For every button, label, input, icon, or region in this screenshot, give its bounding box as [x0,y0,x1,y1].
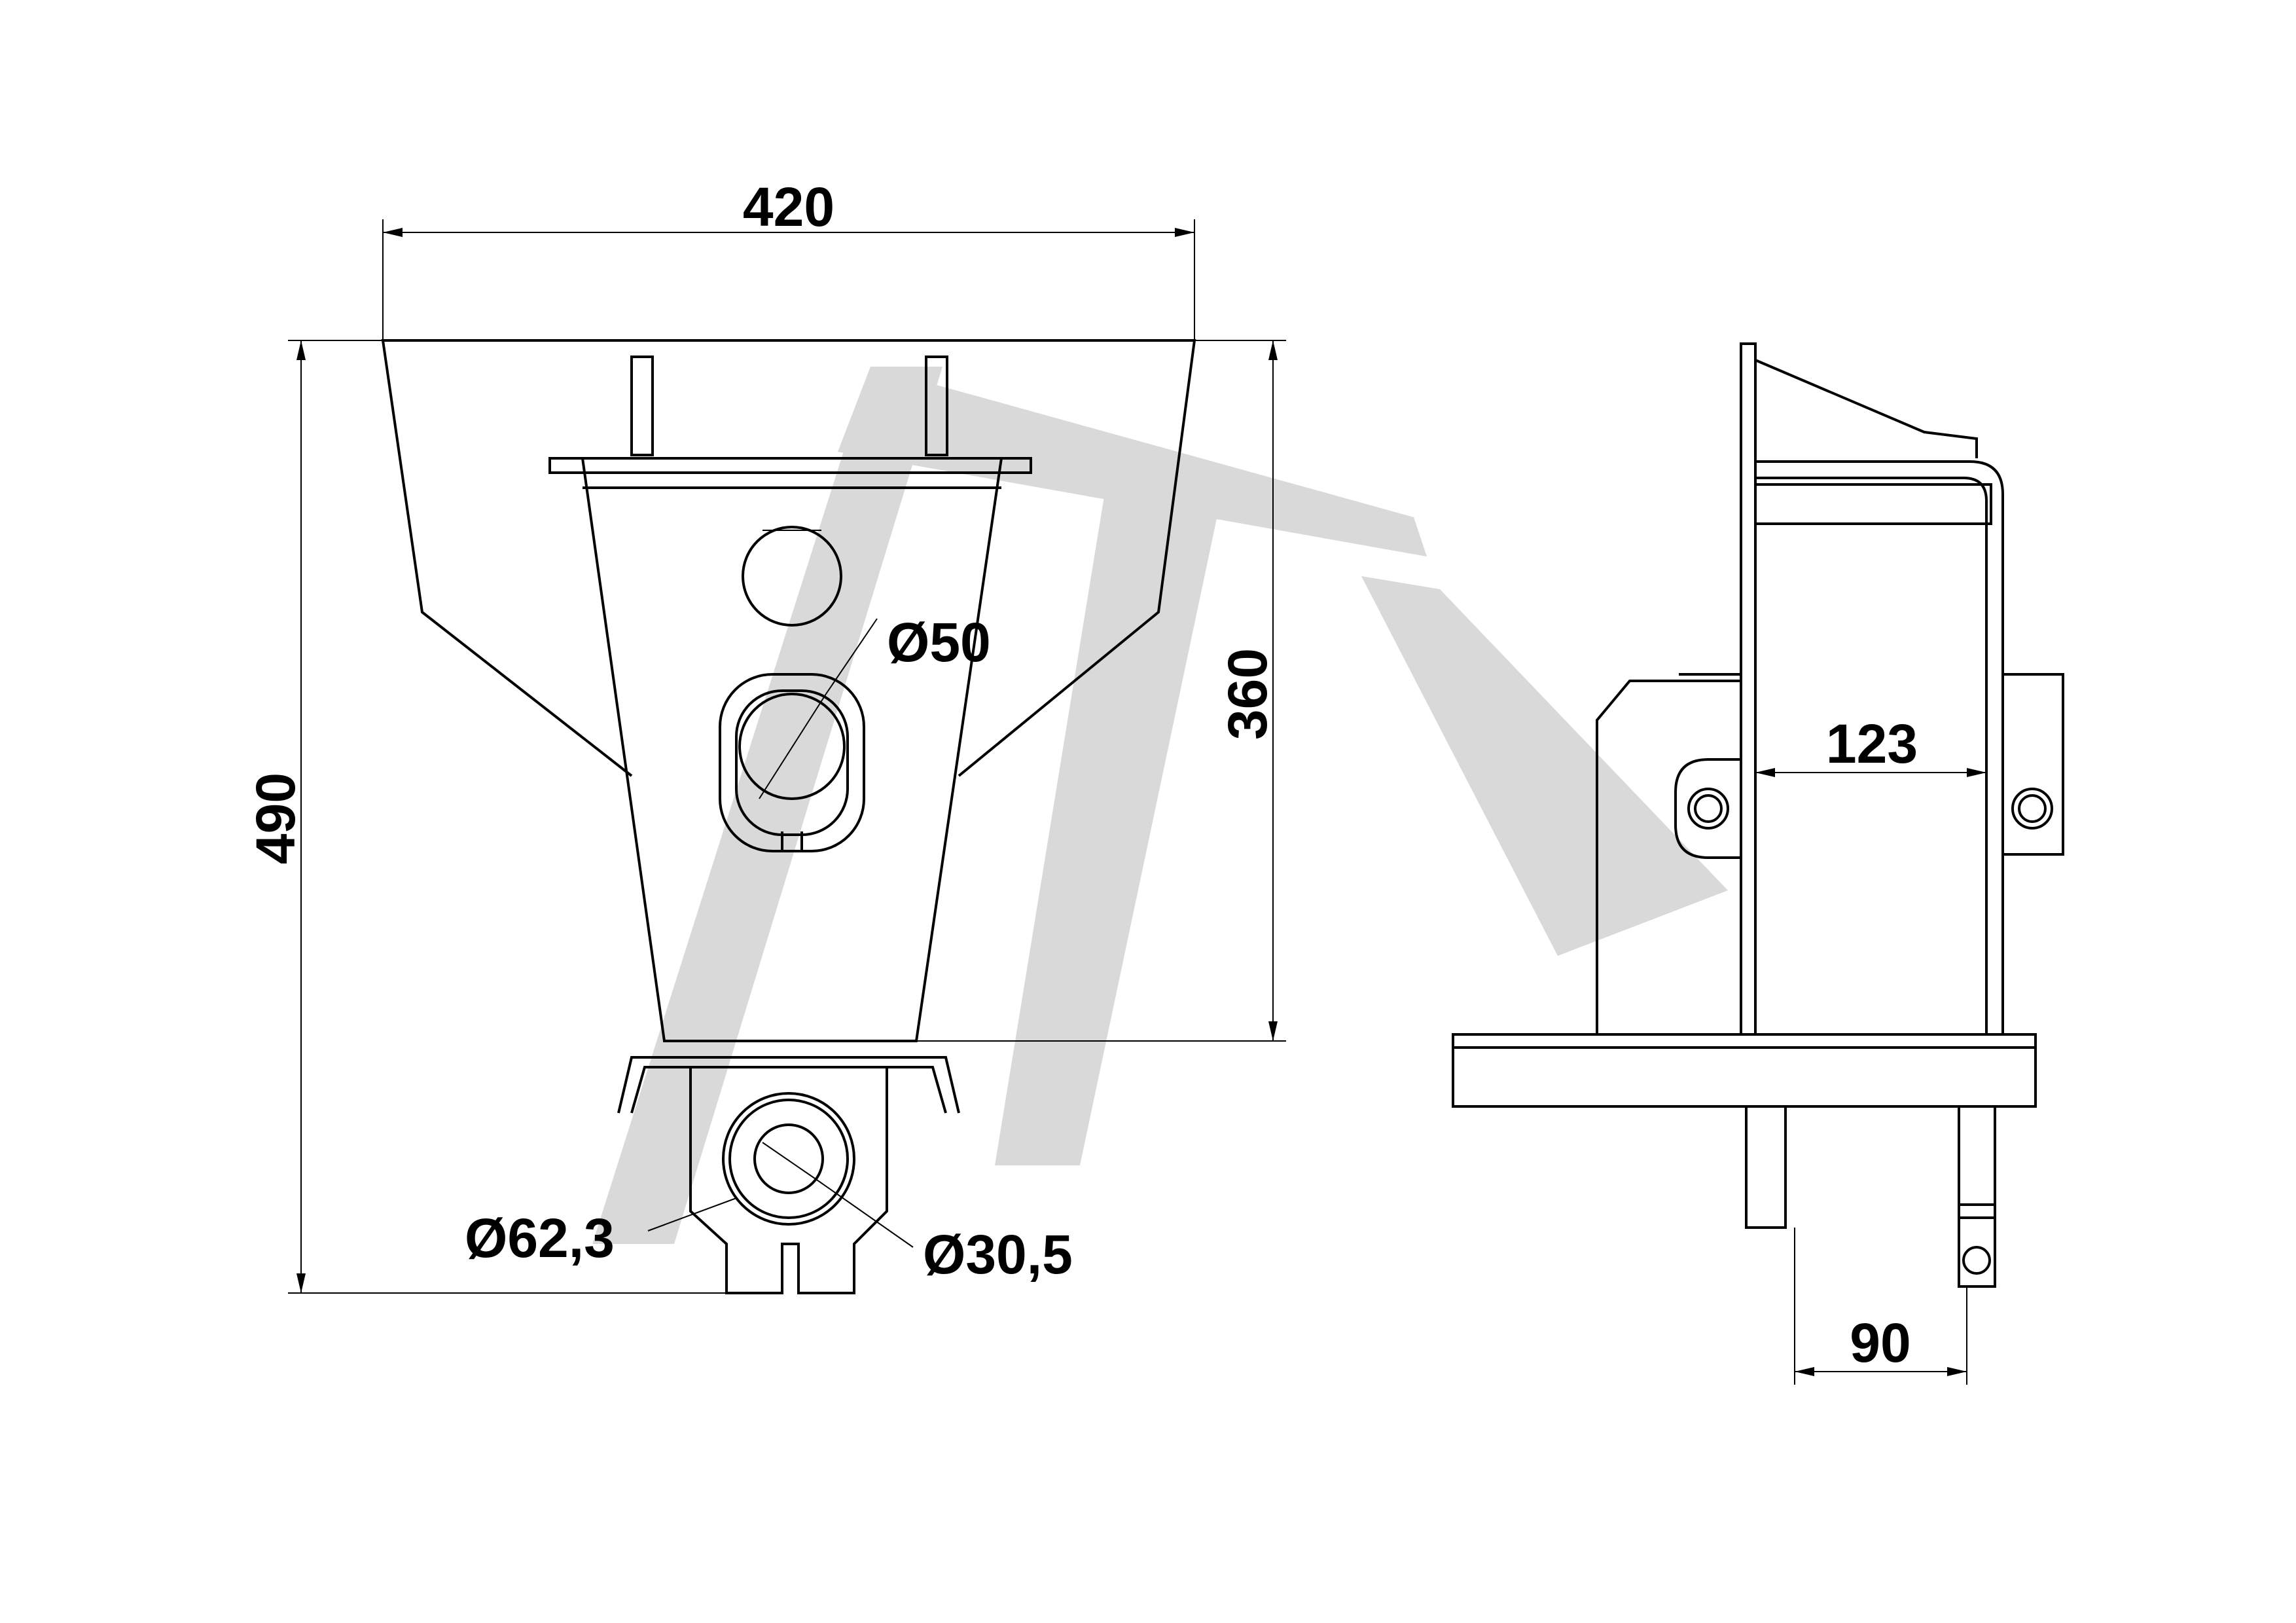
dim-50-diag [759,693,827,799]
bottom-bracket-inner [630,1066,947,1114]
side-right-lug-hole [2011,788,2053,830]
side-right-lug [2001,673,2064,856]
side-view [1452,342,2064,1288]
dim-623-leader [647,1197,737,1231]
side-left-lug-hole-inner [1694,794,1723,823]
inner-body [581,458,1003,1042]
dim-420-arrow-right [1175,228,1194,237]
dim-360-arrow-bottom [1268,1021,1278,1041]
slot-inner [735,689,849,836]
bottom-bracket [617,1056,960,1114]
side-dimensions: 123 90 [1755,713,1986,1385]
side-pin-right-hole [1962,1246,1991,1275]
watermark-stroke-right [1361,576,1728,956]
side-hopper-top [1755,359,1978,458]
ring-inner [753,1123,824,1194]
dim-360-label: 360 [1217,648,1278,740]
hopper-outline [381,339,1196,777]
side-pin-left [1745,1105,1787,1229]
dim-305-diag [762,1142,816,1179]
dim-50-leader [825,618,878,695]
ring-mid [728,1099,849,1219]
ring-outer [722,1092,855,1226]
front-dimensions: 420 490 360 Ø50 Ø62,3 Ø30,5 [245,176,1286,1294]
slot-hole [738,693,846,800]
dim-305-label: Ø30,5 [923,1224,1073,1285]
dim-490-arrow-bottom [296,1273,306,1293]
upper-hole [742,526,842,627]
top-pin-right [925,356,948,456]
dim-90-arrow-right [1947,1367,1967,1376]
side-left-block [1596,680,1741,1034]
slot-outer [719,673,865,852]
dim-123-arrow-left [1755,768,1775,777]
dim-123-label: 123 [1826,713,1918,775]
watermark-stroke-mid [995,484,1224,1165]
top-flange [548,457,1032,474]
hitch-plate [689,1067,888,1294]
dim-623-label: Ø62,3 [465,1207,615,1269]
side-pin-right [1958,1105,1996,1288]
watermark-stroke-left [592,367,942,1244]
side-left-lug-hole [1687,788,1729,830]
dim-50-label: Ø50 [887,611,991,673]
dim-490-arrow-top [296,340,306,360]
side-base-plate [1452,1033,2037,1108]
watermark-stroke-top [838,367,1427,556]
top-pin-left [630,356,654,456]
side-curved-rod [1755,460,2004,1034]
dim-490-label: 490 [245,773,306,864]
dim-90-arrow-left [1795,1367,1814,1376]
dim-90-label: 90 [1850,1312,1910,1374]
dim-123-arrow-right [1967,768,1986,777]
watermark-logo [592,367,1728,1244]
dim-360-arrow-top [1268,340,1278,360]
front-view [381,339,1196,1294]
side-back-plate [1740,342,1757,1036]
dim-420-arrow-left [383,228,403,237]
dim-305-leader [814,1178,914,1248]
dim-420-label: 420 [743,176,834,238]
side-right-lug-hole-inner [2018,794,2047,823]
side-left-lug [1674,758,1741,859]
side-top-box [1754,483,1992,525]
